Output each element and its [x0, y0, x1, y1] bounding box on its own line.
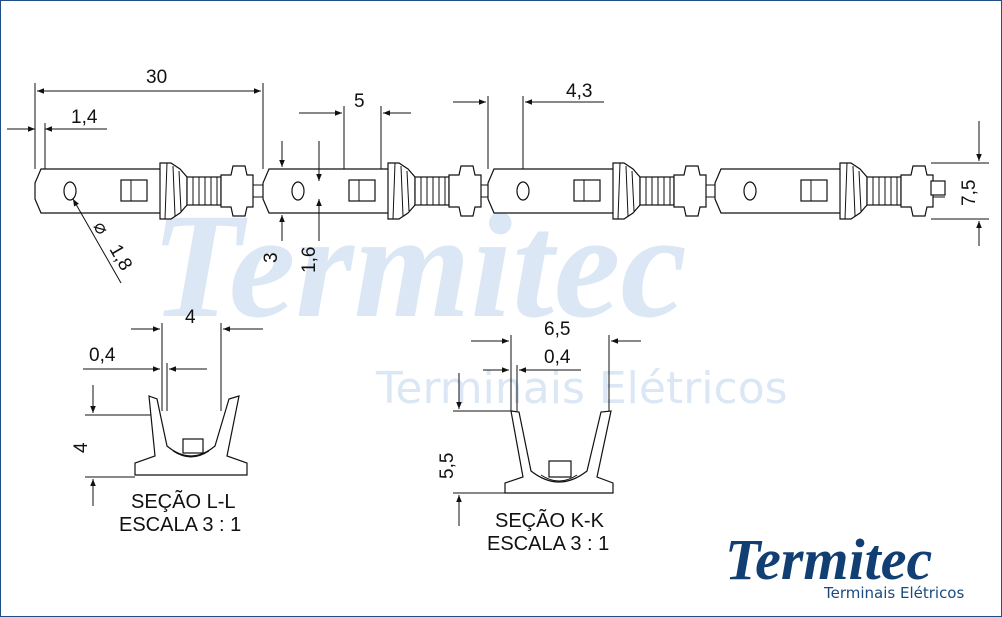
section-kk-title: SEÇÃO K-K	[495, 508, 605, 532]
section-ll-title: SEÇÃO L-L	[131, 489, 235, 513]
section-kk-wall-text: 0,4	[544, 347, 571, 368]
dim-height-text: 7,5	[959, 180, 980, 206]
dim-pitch: 5	[299, 91, 411, 169]
dim-height: 7,5	[931, 121, 989, 246]
section-ll-wall-text: 0,4	[89, 345, 116, 366]
diameter-icon: ⌀	[89, 218, 113, 238]
dim-offset-text: 1,4	[71, 107, 98, 128]
dim-tab-thickness-text: 1,6	[299, 247, 320, 273]
terminal-strip	[34, 162, 946, 220]
dim-tab-width-text: 3	[261, 252, 282, 263]
section-kk-height-text: 5,5	[437, 453, 458, 479]
logo-tagline: Terminais Elétricos	[823, 584, 964, 602]
section-ll: 4 0,4 4 SEÇÃO L-L ESCALA 3 : 1	[71, 307, 263, 536]
section-ll-height-text: 4	[71, 442, 92, 453]
section-kk: 6,5 0,4 5,5 SEÇÃO K-K ESCALA 3 : 1	[437, 319, 641, 555]
dim-overall-length-text: 30	[146, 67, 167, 88]
logo-brand: Termitec	[725, 527, 932, 592]
watermark-tagline: Terminais Elétricos	[375, 363, 788, 414]
dim-offset: 1,4	[7, 107, 107, 169]
section-kk-scale: ESCALA 3 : 1	[487, 533, 609, 555]
dim-pitch-gap: 4,3	[453, 81, 604, 169]
terminal-4	[714, 162, 946, 220]
dim-hole-diameter-text: 1,8	[105, 241, 136, 274]
dim-tab: 3 1,6	[261, 141, 322, 273]
dim-pitch-text: 5	[354, 91, 365, 112]
company-logo: Termitec Terminais Elétricos	[725, 527, 964, 602]
section-ll-width-text: 4	[185, 307, 196, 328]
dim-pitch-gap-text: 4,3	[566, 81, 592, 102]
section-kk-width-text: 6,5	[544, 319, 570, 340]
section-ll-scale: ESCALA 3 : 1	[119, 514, 241, 536]
dim-overall-length: 30	[34, 67, 264, 169]
